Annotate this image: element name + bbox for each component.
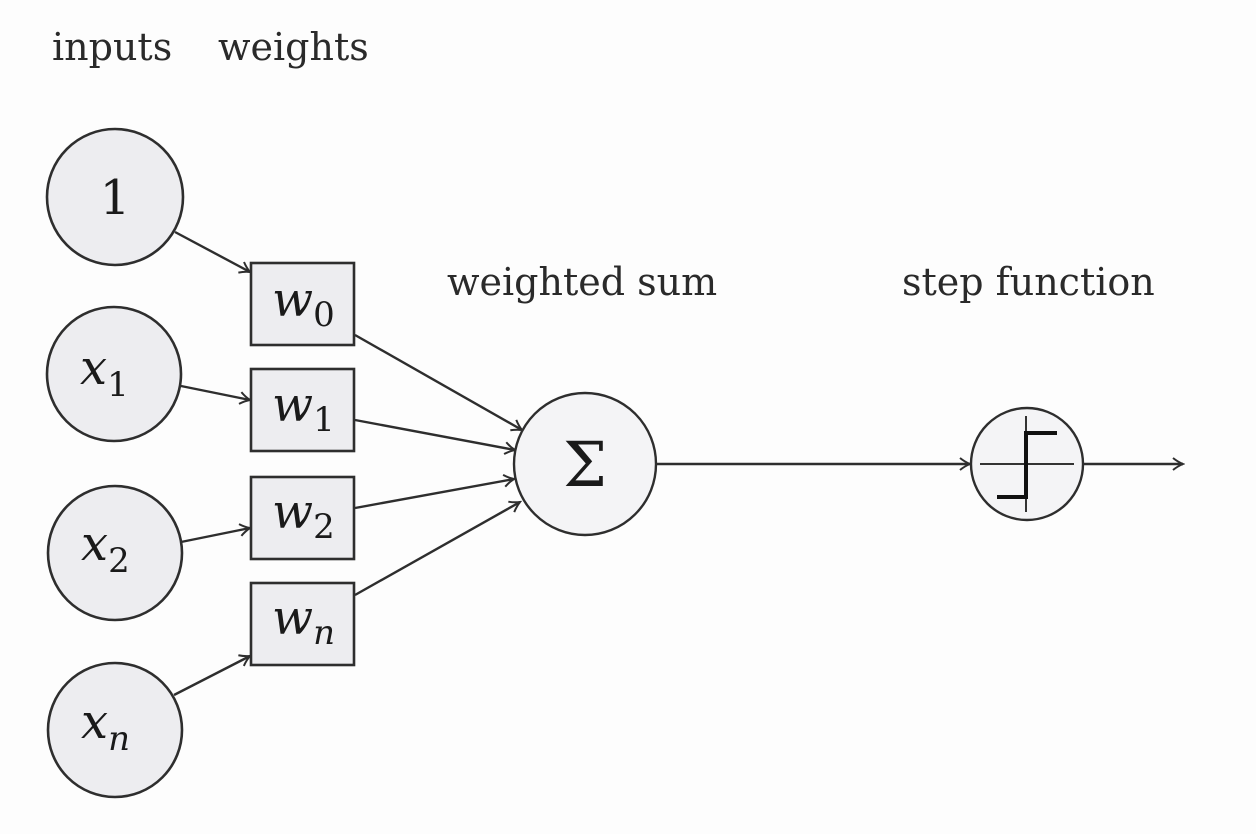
weights-heading: weights bbox=[218, 25, 369, 69]
input-subscript: 1 bbox=[107, 365, 129, 405]
weight-box-w1: w1 bbox=[249, 367, 356, 453]
input-label: 1 bbox=[100, 170, 131, 226]
edge-w1-sum bbox=[354, 418, 515, 450]
weight-subscript: 2 bbox=[313, 507, 335, 547]
sum-node: Σ bbox=[512, 391, 658, 537]
input-label: x bbox=[81, 516, 108, 572]
svg-text:w0: w0 bbox=[272, 272, 335, 335]
edge-bias-w0 bbox=[174, 230, 250, 272]
step-function-node bbox=[969, 406, 1085, 522]
edge-x1-w1 bbox=[180, 384, 250, 400]
svg-text:wn: wn bbox=[272, 590, 335, 653]
weight-label: w bbox=[272, 272, 313, 328]
sigma-icon: Σ bbox=[563, 428, 607, 501]
weight-subscript: 0 bbox=[313, 295, 335, 335]
weight-subscript: n bbox=[313, 613, 335, 653]
input-node-bias: 1 bbox=[45, 127, 185, 267]
weight-label: w bbox=[272, 590, 313, 646]
step-function-heading: step function bbox=[902, 260, 1155, 304]
weight-box-w0: w0 bbox=[249, 261, 356, 347]
step-icon bbox=[997, 431, 1057, 499]
weight-label: w bbox=[272, 484, 313, 540]
input-node-x1: x1 bbox=[45, 305, 183, 443]
edge-wn-sum bbox=[354, 502, 520, 597]
input-label: x bbox=[81, 694, 108, 750]
svg-text:w1: w1 bbox=[272, 377, 335, 440]
inputs-heading: inputs bbox=[52, 25, 172, 69]
input-subscript: 2 bbox=[108, 541, 130, 581]
weight-box-wn: wn bbox=[249, 581, 356, 667]
input-label: x bbox=[80, 340, 107, 396]
weight-subscript: 1 bbox=[313, 400, 335, 440]
svg-text:x1: x1 bbox=[80, 340, 129, 405]
svg-text:xn: xn bbox=[81, 694, 130, 759]
edge-w0-sum bbox=[354, 333, 522, 430]
weight-box-w2: w2 bbox=[249, 475, 356, 561]
svg-text:x2: x2 bbox=[81, 516, 130, 581]
edge-xn-wn bbox=[173, 656, 250, 697]
weighted-sum-heading: weighted sum bbox=[447, 260, 717, 304]
input-node-xn: xn bbox=[46, 661, 184, 799]
svg-text:w2: w2 bbox=[272, 484, 335, 547]
input-node-x2: x2 bbox=[46, 484, 184, 622]
edge-x2-w2 bbox=[180, 528, 250, 544]
input-subscript: n bbox=[108, 719, 130, 759]
edge-w2-sum bbox=[354, 479, 514, 510]
weight-label: w bbox=[272, 377, 313, 433]
